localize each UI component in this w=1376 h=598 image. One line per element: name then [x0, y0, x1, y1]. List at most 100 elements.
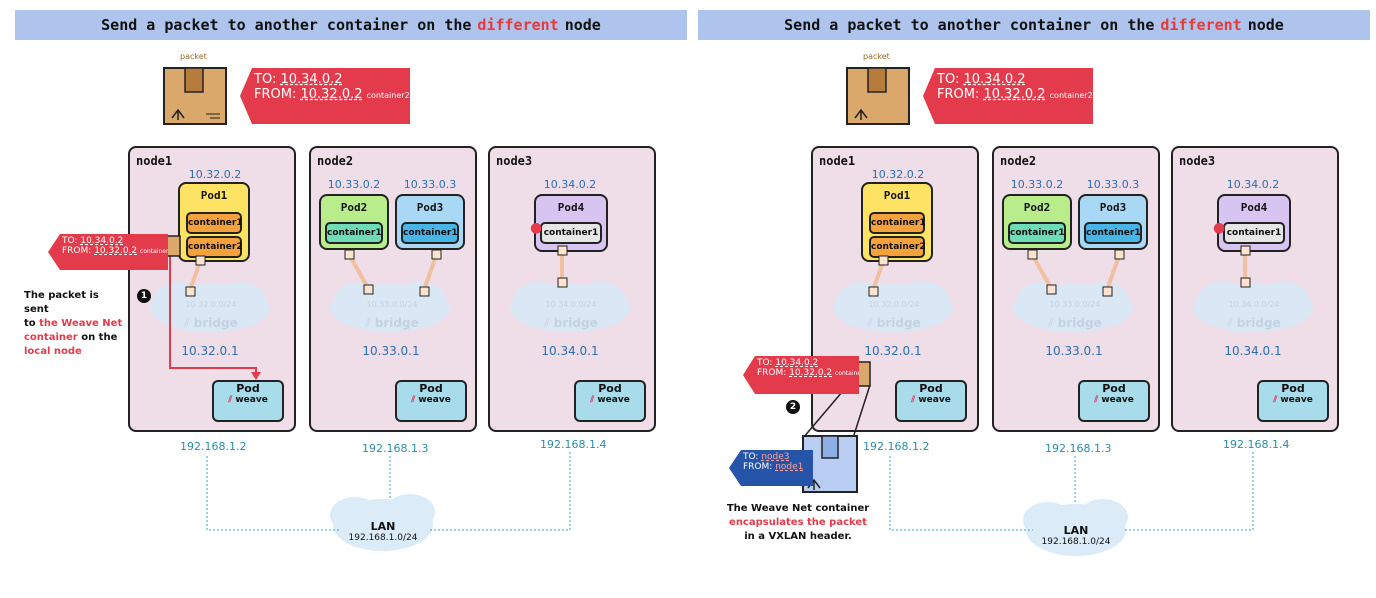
tag-to-label: TO: [743, 452, 759, 462]
bridge-text: bridge [553, 316, 598, 330]
left-title-bar: Send a packet to another container on th… [15, 10, 687, 40]
host-ip-node2: 192.168.1.3 [1045, 442, 1112, 455]
weave-pod-title: Pod [419, 382, 443, 395]
container1: container1 [869, 212, 926, 234]
pod-title: Pod3 [1099, 201, 1127, 214]
host-ip-node2: 192.168.1.3 [362, 442, 429, 455]
pod2: Pod2 container1 [1002, 194, 1072, 250]
tag-to-value: 10.34.0.2 [80, 236, 124, 246]
lan-label: LAN [370, 520, 396, 533]
left-title-prefix: Send a packet to another container on th… [101, 16, 472, 34]
weave-label: weave [597, 395, 630, 405]
right-title-prefix: Send a packet to another container on th… [784, 16, 1155, 34]
location-pin-icon: ● [530, 220, 543, 236]
left-lan: LAN 192.168.1.0/24 [333, 520, 433, 543]
subnet-label: 10.33.0.0/24 [1049, 300, 1101, 309]
container1: container1 [540, 222, 602, 244]
note-line2a: to [24, 318, 36, 329]
left-packet-label: packet [180, 52, 207, 61]
bridge-ip: 10.32.0.1 [864, 344, 922, 358]
right-step-note: The Weave Net container encapsulates the… [723, 502, 873, 544]
lan-label: LAN [1063, 524, 1089, 537]
tag-to-label: TO: [757, 358, 773, 368]
weave-icon: ⫽ [590, 395, 595, 405]
weave-icon: ⫽ [911, 395, 916, 405]
right-top-packet-tag: TO: 10.34.0.2 FROM: 10.32.0.2 container2 [923, 68, 1093, 124]
subnet-label: 10.32.0.0/24 [868, 300, 920, 309]
subnet-label: 10.32.0.0/24 [185, 300, 237, 309]
right-node3: node3 10.34.0.2 Pod4 container1 ● 10.34.… [1171, 146, 1339, 432]
right-panel: Send a packet to another container on th… [683, 0, 1371, 598]
weave-pod-title: Pod [1102, 382, 1126, 395]
pod-ip: 10.33.0.3 [1086, 178, 1140, 191]
host-ip-node3: 192.168.1.4 [540, 438, 607, 451]
tag-from-extra: container2 [1049, 91, 1093, 100]
tag-from-label: FROM: [62, 246, 92, 256]
pod-title: Pod3 [416, 201, 444, 214]
pod-title: Pod4 [557, 201, 585, 214]
subnet-label: 10.34.0.0/24 [1228, 300, 1280, 309]
bridge-icon: ⫽ [184, 316, 190, 330]
left-node3: node3 10.34.0.2 Pod4 container1 ● 10.34.… [488, 146, 656, 432]
note-line2b: the Weave Net [39, 318, 123, 329]
node-label: node1 [819, 154, 856, 168]
pod4: Pod4 container1 [1217, 194, 1291, 252]
weave-label: weave [1280, 395, 1313, 405]
tag-from-label: FROM: [937, 87, 980, 102]
weave-pod-title: Pod [598, 382, 622, 395]
tag-from-label: FROM: [254, 87, 297, 102]
node-label: node1 [136, 154, 173, 168]
pod3: Pod3 container1 [1078, 194, 1148, 250]
tag-to-value: 10.34.0.2 [775, 358, 819, 368]
pod-ip: 10.33.0.2 [327, 178, 381, 191]
pod-title: Pod2 [340, 201, 368, 214]
left-panel: Send a packet to another container on th… [15, 10, 687, 551]
container1: container1 [1084, 222, 1142, 244]
weave-pod: Pod ⫽ weave [395, 380, 467, 422]
bridge-label: ⫽ bridge [317, 316, 467, 331]
container1: container1 [1223, 222, 1285, 244]
left-title-suffix: node [564, 16, 601, 34]
note-line1: The Weave Net container [726, 503, 870, 514]
pod-ip: 10.33.0.3 [403, 178, 457, 191]
tag-to-value: 10.34.0.2 [280, 72, 343, 87]
right-title-bar: Send a packet to another container on th… [698, 10, 1370, 40]
pod1: Pod1 container1 container2 [178, 182, 250, 262]
weave-pod-title: Pod [919, 382, 943, 395]
bridge-text: bridge [374, 316, 419, 330]
weave-label: weave [235, 395, 268, 405]
left-title-highlight: different [477, 16, 559, 34]
tag-to-label: TO: [62, 236, 78, 246]
bridge-text: bridge [1236, 316, 1281, 330]
tag-to-label: TO: [937, 72, 960, 87]
note-line3a: container [24, 332, 78, 343]
bridge-text: bridge [876, 316, 921, 330]
container1: container1 [325, 222, 383, 244]
container1: container1 [1008, 222, 1066, 244]
right-title-highlight: different [1160, 16, 1242, 34]
bridge-ip: 10.33.0.1 [362, 344, 420, 358]
left-top-packet-tag: TO: 10.34.0.2 FROM: 10.32.0.2 container2 [240, 68, 410, 124]
right-title-suffix: node [1247, 16, 1284, 34]
weave-label: weave [1101, 395, 1134, 405]
pod-ip: 10.34.0.2 [543, 178, 597, 191]
tag-from-label: FROM: [743, 462, 773, 472]
bridge-ip: 10.34.0.1 [1224, 344, 1282, 358]
bridge-text: bridge [193, 316, 238, 330]
node-label: node2 [1000, 154, 1037, 168]
pod3: Pod3 container1 [395, 194, 465, 250]
tag-from-value: node1 [775, 462, 804, 472]
left-side-packet-tag: TO: 10.34.0.2 FROM: 10.32.0.2 container2 [48, 234, 168, 270]
pod-ip: 10.32.0.2 [188, 168, 242, 181]
weave-pod-title: Pod [1281, 382, 1305, 395]
pod2: Pod2 container1 [319, 194, 389, 250]
bridge-ip: 10.32.0.1 [181, 344, 239, 358]
tag-from-extra: container2 [366, 91, 410, 100]
bridge-icon: ⫽ [867, 316, 873, 330]
bridge-icon: ⫽ [1227, 316, 1233, 330]
subnet-label: 10.34.0.0/24 [545, 300, 597, 309]
weave-label: weave [418, 395, 451, 405]
pod-ip: 10.33.0.2 [1010, 178, 1064, 191]
tag-from-value: 10.32.0.2 [983, 87, 1046, 102]
tag-from-extra: container2 [140, 248, 173, 255]
